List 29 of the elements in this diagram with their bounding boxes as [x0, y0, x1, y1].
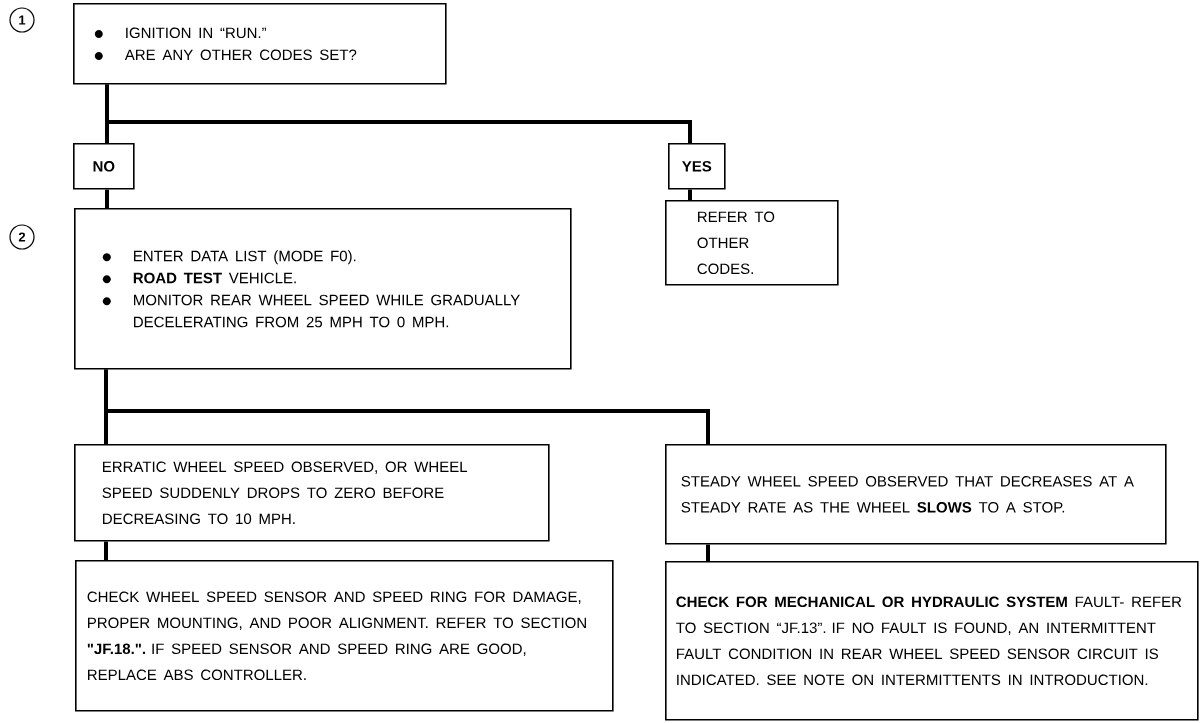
box-text: YES	[682, 161, 712, 172]
instruction-text: IGNITION IN “RUN.”	[126, 27, 267, 39]
box-text: CHECK FOR MECHANICAL OR HYDRAULIC SYSTEM FAULT- REFER TO SECTION “JF.13”. IF NO FAULT IS FOUND, AN INTERMITTENT FAULT CONDITION IN REAR WHEEL SPEED SENSOR CIRCUIT IS INDICATED. SEE NOTE ON INTERMITTENTS IN INTRODUCTION.	[676, 596, 1182, 686]
process-box	[74, 444, 550, 542]
process-box	[668, 143, 726, 190]
process-box	[73, 143, 135, 190]
instruction-text: ARE ANY OTHER CODES SET?	[124, 49, 357, 61]
process-box	[665, 200, 839, 286]
process-box	[665, 561, 1199, 721]
step-number: 1	[9, 7, 35, 33]
connector-line	[706, 544, 710, 561]
box-text: ERRATIC WHEEL SPEED OBSERVED, OR WHEEL SPEED SUDDENLY DROPS TO ZERO BEFORE DECREASING TO 10 MPH.	[102, 461, 468, 525]
box-text: CHECK WHEEL SPEED SENSOR AND SPEED RING FOR DAMAGE, PROPER MOUNTING, AND POOR ALIGNMENT. REFER TO SECTION "JF.18.". IF SPEED SENSOR AND SPEED RING ARE GOOD, REPLACE ABS CONTROLLER.	[87, 591, 586, 681]
step-number: 2	[9, 224, 35, 250]
instruction-text: ENTER DATA LIST (MODE F0).	[134, 250, 356, 265]
connector-line	[688, 189, 692, 200]
connector-line	[104, 369, 710, 444]
process-box	[74, 208, 572, 370]
box-text: REFER TO OTHER CODES.	[697, 211, 775, 275]
connector-line	[105, 84, 692, 143]
instruction-text: MONITOR REAR WHEEL SPEED WHILE GRADUALLY DECELERATING FROM 25 MPH TO 0 MPH.	[134, 294, 520, 328]
box-text: STEADY WHEEL SPEED OBSERVED THAT DECREASES AT A STEADY RATE AS THE WHEEL SLOWS TO A STOP.	[681, 476, 1134, 513]
connector-line	[104, 541, 108, 560]
instruction-text: ROAD TEST VEHICLE.	[133, 272, 296, 284]
process-box	[73, 3, 447, 85]
process-box	[665, 444, 1167, 545]
box-text: NO	[93, 161, 115, 172]
connector-line	[105, 189, 109, 208]
process-box	[75, 560, 614, 712]
